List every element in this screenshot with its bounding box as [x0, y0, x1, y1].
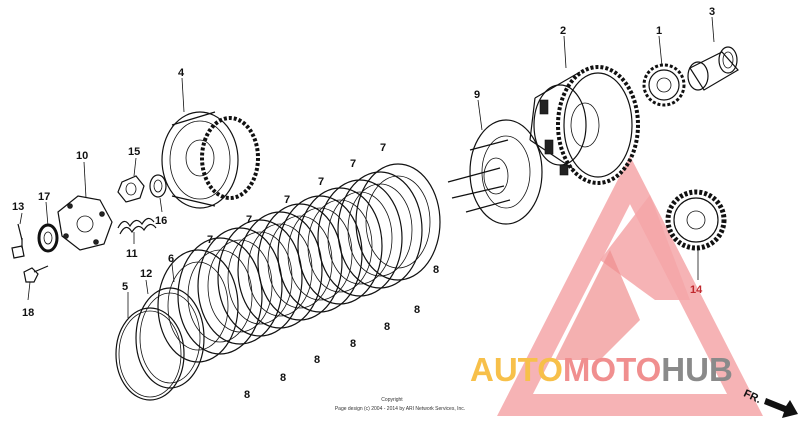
copyright-title: Copyright	[381, 397, 403, 403]
label-part-7d: 7	[318, 176, 324, 188]
label-part-8b: 8	[280, 372, 286, 384]
label-part-10: 10	[76, 150, 88, 162]
label-part-8f: 8	[414, 304, 420, 316]
label-part-9: 9	[474, 89, 480, 101]
label-part-8e: 8	[384, 321, 390, 333]
label-part-6: 6	[168, 253, 174, 265]
label-part-8d: 8	[350, 338, 356, 350]
label-part-8a: 8	[244, 389, 250, 401]
part-13-bolt	[11, 223, 25, 259]
leader-lines	[19, 16, 715, 318]
label-part-7f: 7	[380, 142, 386, 154]
watermark-word-hub: HUB	[661, 351, 733, 388]
label-part-7e: 7	[350, 158, 356, 170]
part-1-sprocket	[642, 63, 686, 107]
label-part-4: 4	[178, 67, 185, 79]
label-part-14: 14	[690, 284, 703, 296]
label-part-5: 5	[122, 281, 128, 293]
label-part-1: 1	[656, 25, 662, 37]
part-5-ring	[115, 307, 185, 401]
label-part-12: 12	[140, 268, 152, 280]
label-part-16: 16	[155, 215, 167, 227]
label-part-18: 18	[22, 307, 34, 319]
label-part-3: 3	[709, 6, 715, 18]
part-10-lifter-plate	[57, 195, 113, 251]
direction-arrow-icon	[764, 398, 798, 418]
label-part-7a: 7	[207, 234, 213, 246]
watermark-word-moto: MOTO	[563, 351, 661, 388]
label-part-17: 17	[38, 191, 50, 203]
part-14-gear	[665, 189, 727, 251]
part-11-spring	[117, 217, 157, 235]
label-part-7b: 7	[246, 214, 252, 226]
part-2-clutch-outer	[529, 65, 640, 185]
clutch-plate-stack	[157, 163, 441, 363]
part-12-spring-seat	[135, 287, 205, 389]
svg-text:AUTOMOTOHUB: AUTOMOTOHUB	[470, 351, 733, 388]
label-part-2: 2	[560, 25, 566, 37]
part-3-bushing	[687, 46, 739, 91]
label-part-7c: 7	[284, 194, 290, 206]
part-17-bearing	[37, 223, 59, 253]
part-4-clutch-center	[161, 111, 260, 209]
label-part-8c: 8	[314, 354, 320, 366]
part-18-bolt	[23, 265, 49, 283]
label-part-15: 15	[128, 146, 140, 158]
watermark-logo-icon	[497, 155, 763, 416]
label-part-11: 11	[126, 248, 138, 260]
label-part-8g: 8	[433, 264, 439, 276]
part-15-nut	[117, 175, 145, 203]
watermark-word-auto: AUTO	[470, 351, 563, 388]
part-9-pressure-plate	[447, 119, 543, 225]
label-part-13: 13	[12, 201, 24, 213]
part-16-washer	[149, 174, 167, 198]
copyright-line: Page design (c) 2004 - 2014 by ARI Netwo…	[335, 406, 465, 412]
